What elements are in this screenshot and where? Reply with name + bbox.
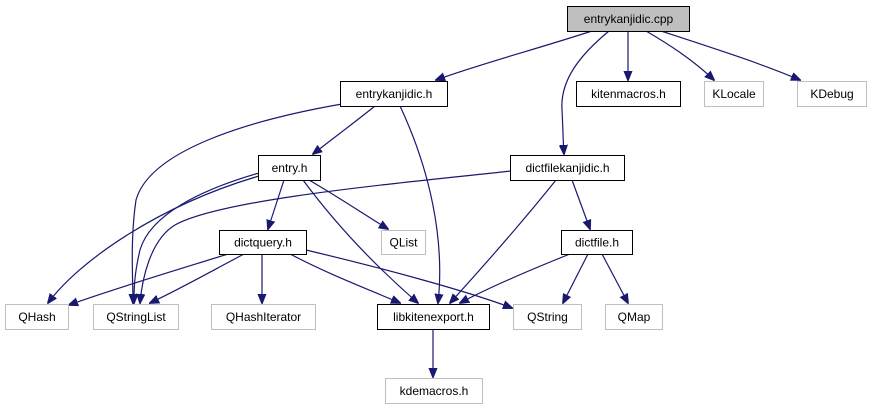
node-box [219,230,307,255]
edge-entry-h-to-QStringList [134,172,260,303]
node-dictfile-h[interactable]: dictfile.h [561,230,633,255]
node-kitenmacros-h[interactable]: kitenmacros.h [576,81,681,107]
node-QMap: QMap [605,304,663,330]
node-KLocale: KLocale [704,81,764,107]
node-box [258,155,321,181]
node-box [605,304,663,330]
node-label: libkitenexport.h [393,310,474,324]
edge-entry-h-to-dictquery-h [268,179,285,229]
nodes-layer: entrykanjidic.cpp entrykanjidic.h kitenmac… [5,6,867,404]
node-label: QList [389,236,418,250]
node-label: entry.h [272,161,308,175]
node-dictfilekanjidic-h[interactable]: dictfilekanjidic.h [510,155,625,181]
node-label: QHashIterator [226,310,301,324]
node-box [93,304,179,330]
node-box [576,81,681,107]
node-box [567,6,690,32]
edge-entrykanjidic-h-to-QStringList [132,103,343,303]
edge-entry-h-to-libkitenexport-h [302,179,418,303]
edge-dictfile-h-to-libkitenexport-h [460,253,571,303]
node-box [381,230,426,255]
node-label: kitenmacros.h [591,87,666,101]
edge-entrykanjidic-h-to-libkitenexport-h [399,105,440,303]
node-kdemacros-h: kdemacros.h [385,378,483,404]
node-label: entrykanjidic.h [356,87,433,101]
node-QHash: QHash [5,304,69,330]
node-label: KLocale [712,87,756,101]
node-box [704,81,764,107]
node-label: entrykanjidic.cpp [584,12,674,26]
node-label: kdemacros.h [400,384,469,398]
node-QList: QList [381,230,426,255]
node-KDebug: KDebug [797,81,867,107]
edges-layer [48,30,800,377]
node-box [510,155,625,181]
edge-entrykanjidic-cpp-to-entrykanjidic-h [436,30,593,80]
edge-dictquery-h-to-QString [305,249,512,308]
node-box [5,304,69,330]
edge-dictquery-h-to-QStringList [150,253,245,303]
node-label: QMap [618,310,651,324]
edge-dictfilekanjidic-h-to-dictfile-h [571,179,590,229]
edge-dictfilekanjidic-h-to-QStringList [140,170,512,303]
node-box [340,81,448,107]
node-box [797,81,867,107]
edge-entrykanjidic-h-to-entry-h [313,105,376,154]
node-entrykanjidic-cpp[interactable]: entrykanjidic.cpp [567,6,690,32]
node-entry-h[interactable]: entry.h [258,155,321,181]
edge-dictquery-h-to-QHash [69,253,229,305]
edge-entrykanjidic-cpp-to-KLocale [645,30,714,80]
node-label: dictfile.h [575,236,619,250]
node-QHashIterator: QHashIterator [211,304,316,330]
node-box [211,304,316,330]
node-box [385,378,483,404]
edge-dictfile-h-to-QString [563,253,589,303]
node-label: dictquery.h [234,236,292,250]
node-box [561,230,633,255]
node-box [513,304,582,330]
edge-entrykanjidic-cpp-to-dictfilekanjidic-h [562,30,610,154]
edge-entry-h-to-QHash [48,175,260,303]
edge-dictquery-h-to-libkitenexport-h [289,253,400,303]
edge-dictfilekanjidic-h-to-libkitenexport-h [450,179,557,303]
edge-entrykanjidic-cpp-to-KDebug [660,30,800,80]
node-label: QHash [18,310,55,324]
node-label: dictfilekanjidic.h [525,161,609,175]
node-dictquery-h[interactable]: dictquery.h [219,230,307,255]
node-entrykanjidic-h[interactable]: entrykanjidic.h [340,81,448,107]
node-label: QStringList [106,310,166,324]
edge-entry-h-to-QList [308,179,388,229]
node-label: KDebug [810,87,853,101]
node-label: QString [527,310,568,324]
edge-dictfile-h-to-QMap [601,253,628,303]
node-QString: QString [513,304,582,330]
node-QStringList: QStringList [93,304,179,330]
node-libkitenexport-h[interactable]: libkitenexport.h [377,304,490,330]
node-box [377,304,490,330]
